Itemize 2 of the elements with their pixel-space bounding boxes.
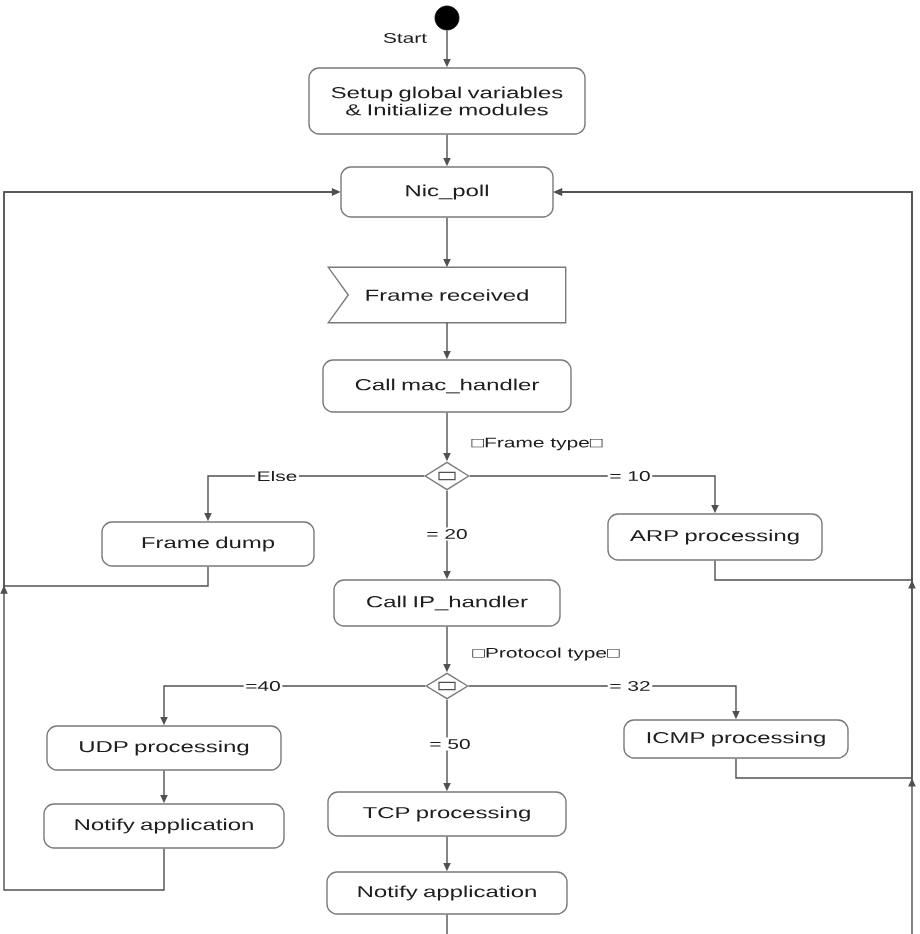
connector-line: [446, 914, 448, 934]
start-circle: [434, 5, 460, 31]
